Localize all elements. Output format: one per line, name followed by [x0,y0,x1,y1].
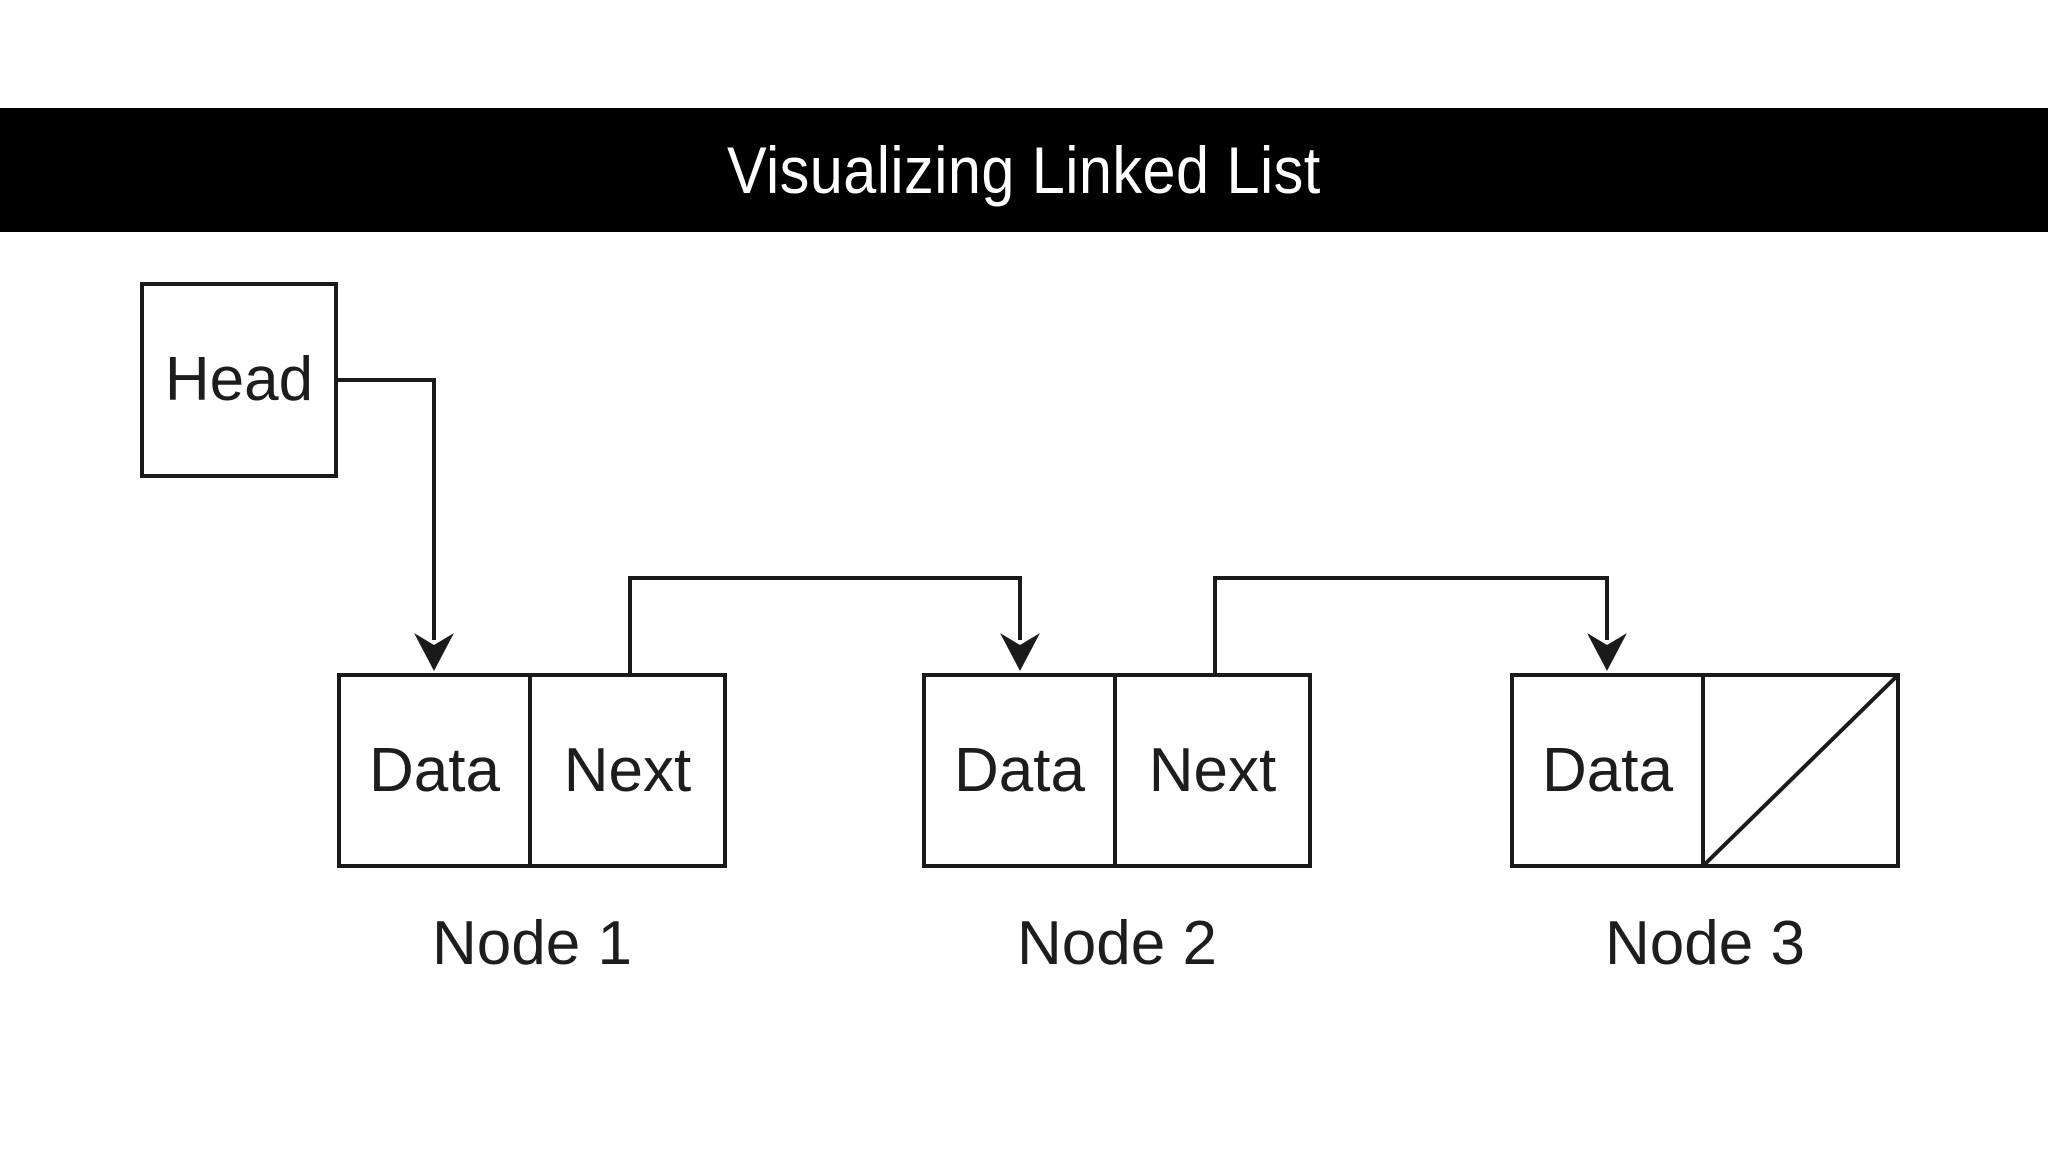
data-cell-label: Data [369,735,500,805]
node-1-next-cell: Next [532,673,727,868]
node-2-data-cell: Data [922,673,1117,868]
data-cell-label: Data [954,735,1085,805]
node-1-box: Data Next [337,673,727,868]
head-label: Head [164,345,314,414]
node-3-box: Data [1510,673,1900,868]
node-3-caption: Node 3 [1605,909,1805,978]
next-cell-label: Next [1148,735,1277,805]
title-bar: Visualizing Linked List [0,108,2048,232]
node-3-next-cell [1705,673,1900,868]
next-cell-label: Next [563,735,692,805]
node-2-box: Data Next [922,673,1312,868]
node2-next-to-node3-arrow [1213,576,1627,673]
node-3-data-cell: Data [1510,673,1705,868]
node-2-caption: Node 2 [1017,909,1217,978]
head-box: Head [140,282,338,478]
node-2-next-cell: Next [1117,673,1312,868]
node1-next-to-node2-arrow [628,576,1040,673]
page-title: Visualizing Linked List [727,133,1321,207]
head-to-node1-arrow [338,378,454,671]
node-1-data-cell: Data [337,673,532,868]
data-cell-label: Data [1542,735,1673,805]
null-pointer-icon [1705,677,1896,864]
node-1-caption: Node 1 [432,909,632,978]
